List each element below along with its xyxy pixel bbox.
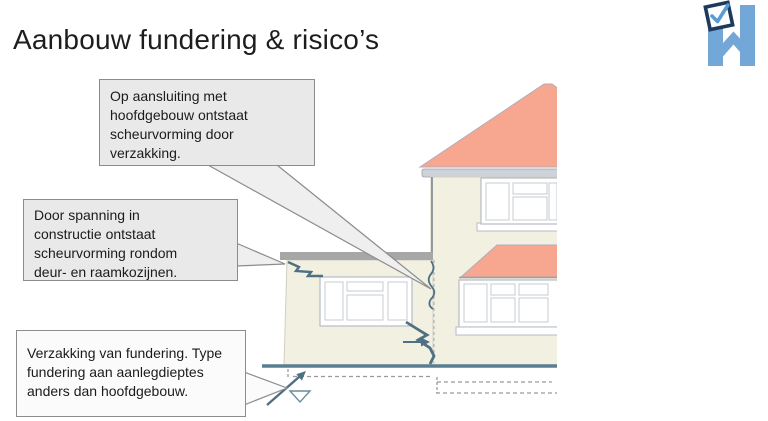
main-building: [418, 83, 561, 366]
junction-crack: [427, 260, 436, 310]
callout-text-line: fundering aan aanlegdieptes: [27, 364, 204, 380]
callout-foundation: Verzakking van fundering. Type fundering…: [16, 330, 246, 417]
callout-text-line: scheurvorming door: [110, 126, 234, 142]
callout-foundation-tail: [243, 371, 289, 406]
window-corner-crack: [405, 320, 436, 365]
company-logo-icon: [690, 0, 760, 70]
callout-text-line: verzakking.: [110, 145, 181, 161]
callout-text-line: Door spanning in: [34, 207, 140, 223]
callout-text-line: deur- en raamkozijnen.: [34, 264, 178, 280]
image-clip-mask: [557, 78, 768, 421]
annotation-arrows: [266, 337, 430, 406]
upper-window: [476, 177, 561, 232]
settlement-arrow-shaft: [266, 376, 300, 406]
bay-window: [455, 279, 561, 336]
callout-text-line: scheurvorming rondom: [34, 245, 178, 261]
callout-text-line: Op aansluiting met: [110, 88, 227, 104]
callout-text-line: hoofdgebouw ontstaat: [110, 107, 248, 123]
callout-frame-tail: [235, 242, 286, 267]
callout-junction-crack: Op aansluiting met hoofdgebouw ontstaat …: [99, 79, 315, 166]
slide-title: Aanbouw fundering & risico’s: [13, 24, 380, 55]
extension-building: [280, 252, 434, 366]
flat-roof: [280, 252, 433, 260]
settlement-arrow-head: [296, 371, 306, 381]
extension-window: [319, 276, 413, 327]
house-h-checkmark-logo: [703, 0, 755, 66]
crack-arrow-head: [421, 337, 430, 347]
house-h-icon: [708, 5, 755, 66]
callout-text-line: Verzakking van fundering. Type: [27, 345, 223, 361]
checkmark-icon: [710, 3, 730, 24]
callout-text-line: anders dan hoofdgebouw.: [27, 383, 189, 399]
level-marker-triangle-icon: [288, 390, 312, 404]
gutter: [421, 168, 561, 178]
callout-frame-cracks: Door spanning in constructie ontstaat sc…: [23, 199, 238, 281]
pitched-roof: [418, 83, 561, 168]
callout-text-line: constructie ontstaat: [34, 226, 156, 242]
cracks: [287, 260, 436, 365]
ground-and-foundation: [262, 364, 560, 404]
roofline-crack: [287, 260, 323, 278]
